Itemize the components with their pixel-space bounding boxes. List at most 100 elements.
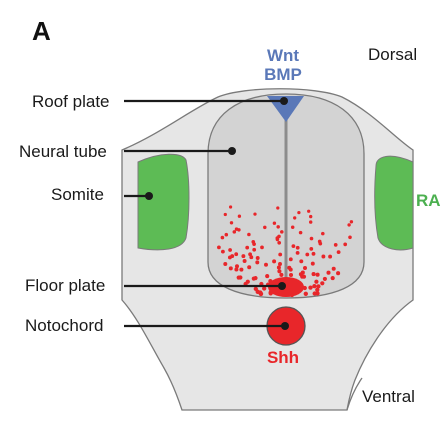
shh-dot bbox=[229, 221, 234, 225]
shh-dot bbox=[309, 236, 314, 241]
shh-dot bbox=[234, 264, 240, 269]
shh-dot bbox=[265, 274, 270, 279]
shh-dot bbox=[234, 227, 239, 231]
shh-dot bbox=[303, 291, 308, 296]
shh-dot bbox=[242, 259, 247, 263]
shh-dot bbox=[227, 255, 232, 260]
shh-dot bbox=[277, 269, 282, 274]
shh-dot bbox=[347, 223, 351, 227]
shh-dot bbox=[348, 235, 352, 240]
shh-dot bbox=[336, 250, 341, 255]
shh-dot bbox=[224, 232, 229, 237]
shh-dot bbox=[252, 242, 256, 246]
shh-dot bbox=[232, 230, 237, 234]
shh-label: Shh bbox=[267, 348, 299, 367]
shh-dot bbox=[295, 245, 300, 250]
shh-dot bbox=[234, 267, 239, 272]
shh-dot bbox=[290, 225, 295, 230]
shh-dot bbox=[301, 274, 307, 279]
shh-dot bbox=[255, 256, 260, 260]
shh-dot bbox=[249, 255, 254, 260]
shh-dot bbox=[287, 265, 292, 270]
shh-dot bbox=[276, 225, 280, 229]
shh-dot bbox=[278, 262, 282, 266]
shh-dot bbox=[236, 275, 241, 280]
shh-dot bbox=[320, 281, 325, 286]
shh-dot bbox=[248, 252, 253, 257]
shh-dot bbox=[331, 266, 336, 271]
shh-dot bbox=[305, 252, 310, 257]
shh-dot bbox=[220, 249, 225, 254]
notochord-label: Notochord bbox=[25, 316, 103, 335]
shh-dot bbox=[258, 290, 263, 295]
wnt-label: Wnt bbox=[267, 46, 299, 65]
shh-dot bbox=[300, 270, 305, 275]
leader-dots bbox=[145, 97, 289, 330]
bmp-label: BMP bbox=[264, 65, 302, 84]
shh-dot bbox=[311, 272, 316, 277]
shh-dot bbox=[247, 232, 251, 237]
shh-dot bbox=[333, 243, 338, 247]
shh-dot bbox=[298, 230, 303, 235]
shh-dot bbox=[318, 241, 323, 246]
shh-dot bbox=[326, 270, 331, 275]
shh-dot bbox=[302, 265, 308, 271]
shh-dot bbox=[228, 248, 232, 252]
shh-dot bbox=[299, 259, 304, 264]
dorsal-label: Dorsal bbox=[368, 45, 417, 64]
shh-dot bbox=[343, 242, 348, 247]
somite-right bbox=[374, 155, 414, 251]
shh-dot bbox=[234, 252, 239, 257]
shh-dot bbox=[276, 206, 280, 210]
shh-dot bbox=[263, 225, 267, 230]
shh-dot bbox=[321, 231, 325, 236]
shh-dot bbox=[276, 265, 281, 270]
neural-tube-label: Neural tube bbox=[19, 142, 107, 161]
shh-dot bbox=[288, 272, 294, 278]
shh-dot bbox=[229, 205, 233, 209]
shh-dot bbox=[241, 254, 246, 259]
shh-dot bbox=[321, 254, 326, 259]
floor-plate-label: Floor plate bbox=[25, 276, 105, 295]
shh-dot bbox=[312, 283, 317, 289]
neural-tube-dot bbox=[228, 147, 236, 155]
shh-dot bbox=[295, 250, 300, 255]
shh-dot bbox=[279, 272, 284, 277]
shh-dot bbox=[280, 230, 284, 234]
shh-dot bbox=[288, 257, 293, 262]
shh-dot bbox=[315, 291, 320, 296]
ra-label: RA bbox=[416, 191, 441, 210]
shh-dot bbox=[293, 216, 297, 220]
roof-plate-label: Roof plate bbox=[32, 92, 110, 111]
shh-dot bbox=[349, 220, 354, 224]
shh-dot bbox=[277, 240, 282, 245]
shh-dot bbox=[322, 276, 327, 281]
shh-dot bbox=[291, 244, 296, 248]
notochord-dot bbox=[281, 322, 289, 330]
shh-dot bbox=[314, 279, 319, 284]
leader-lines bbox=[124, 99, 284, 328]
floor-plate bbox=[268, 277, 304, 297]
shh-dot bbox=[228, 266, 233, 271]
shh-dot bbox=[237, 214, 242, 218]
shh-dot bbox=[311, 251, 316, 256]
shh-dot bbox=[316, 284, 321, 289]
shh-dot bbox=[260, 245, 264, 250]
roof-plate-dot bbox=[280, 97, 288, 105]
shh-dot bbox=[308, 285, 313, 290]
shh-dot bbox=[310, 261, 315, 266]
shh-dot bbox=[262, 286, 267, 291]
shh-dot bbox=[239, 267, 244, 272]
shh-dot bbox=[275, 237, 280, 242]
shh-dot bbox=[315, 287, 320, 292]
shh-dot bbox=[336, 271, 341, 276]
shh-dot bbox=[247, 265, 252, 270]
shh-dot bbox=[330, 276, 335, 281]
shh-dot bbox=[309, 214, 313, 219]
shh-dot bbox=[307, 209, 311, 213]
somite-left bbox=[137, 153, 190, 251]
shh-dot bbox=[223, 212, 227, 217]
ventral-contour bbox=[346, 377, 363, 411]
shh-dot bbox=[220, 235, 225, 240]
